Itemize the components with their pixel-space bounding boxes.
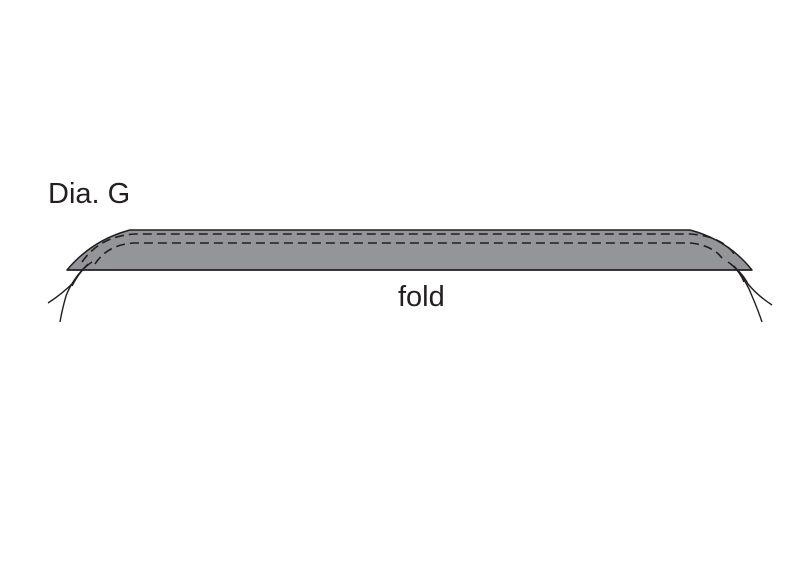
right-thread-tails xyxy=(727,261,773,323)
stitching-line-inner xyxy=(94,242,723,265)
left-thread-tails xyxy=(47,261,93,323)
fold-label: fold xyxy=(398,281,445,313)
stitching-line-outer xyxy=(81,233,736,263)
diagram-title: Dia. G xyxy=(48,178,131,210)
fabric-strip xyxy=(66,229,753,271)
